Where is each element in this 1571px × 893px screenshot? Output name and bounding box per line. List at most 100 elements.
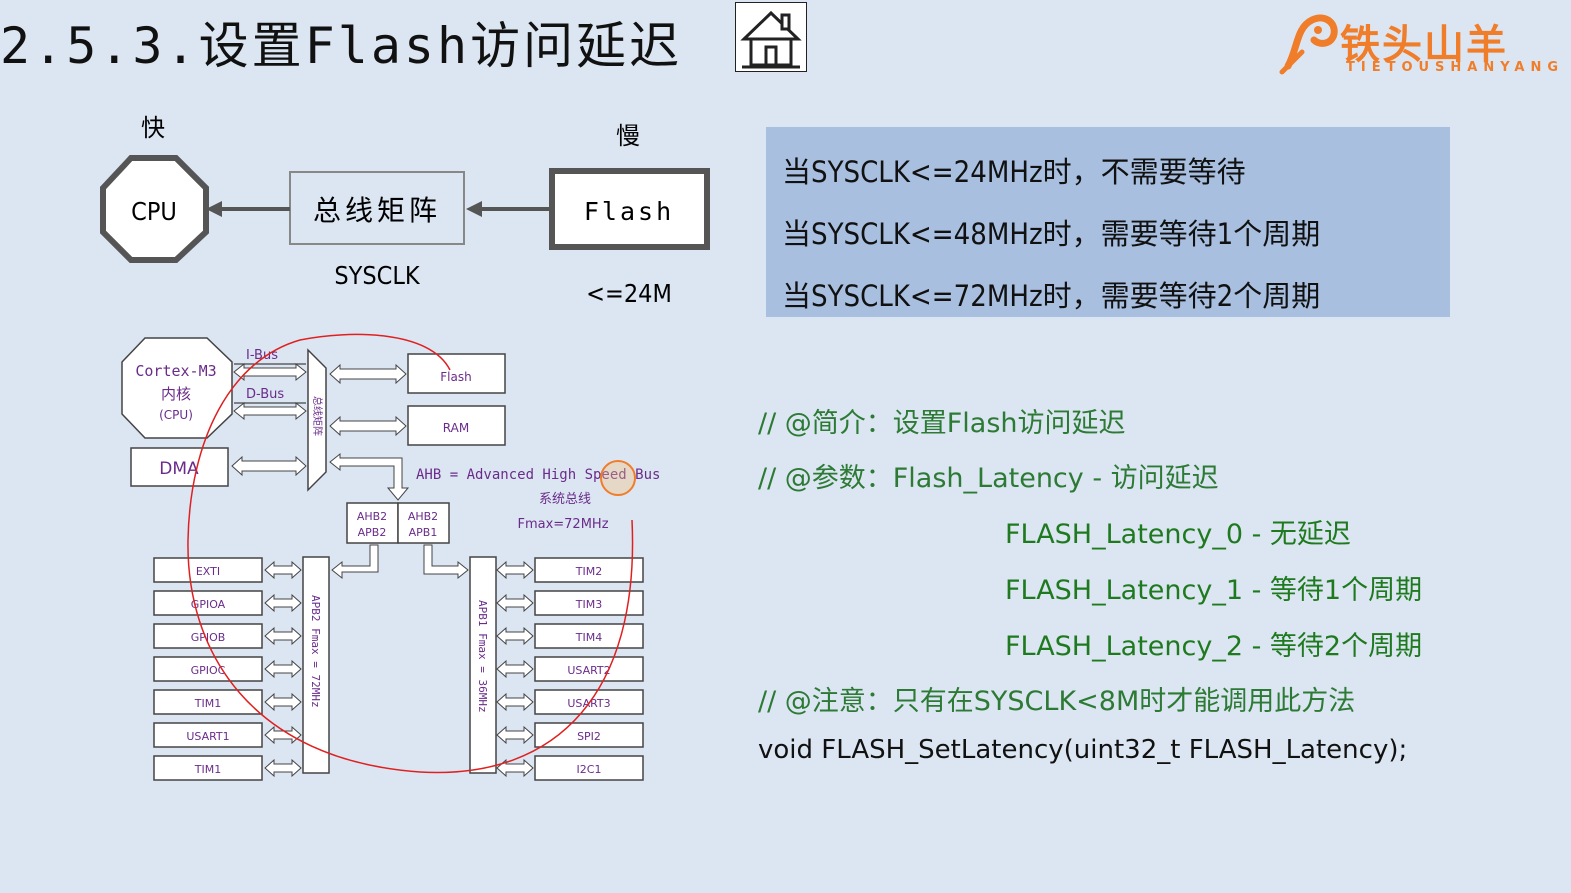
- apb1-peripheral-row: TIM3: [496, 590, 644, 616]
- apb2-peripheral-arrow: [264, 758, 302, 778]
- apb1-peripheral-row: USART3: [496, 689, 644, 715]
- apb2-peripheral-box: [153, 656, 263, 682]
- ahb-fmax-label: Fmax=72MHz: [517, 517, 608, 532]
- apb1-peripheral-box: [534, 656, 644, 682]
- ram-box: [407, 405, 506, 446]
- core-line-1: Cortex-M3: [135, 362, 216, 380]
- apb2-peripheral-row: USART1: [153, 722, 302, 748]
- apb2-peripheral-label: GPIOC: [191, 664, 226, 677]
- code-comment-note: // @注意：只有在SYSCLK<8M时才能调用此方法: [758, 686, 1356, 717]
- apb2-peripheral-label: EXTI: [196, 565, 220, 578]
- cpu-label: CPU: [131, 197, 177, 226]
- code-option-2: FLASH_Latency_2 - 等待2个周期: [1005, 631, 1423, 662]
- bus-matrix-label: 总线矩阵: [313, 194, 441, 227]
- bridge1-line2: APB1: [409, 526, 438, 539]
- dma-label: DMA: [159, 459, 199, 479]
- apb1-peripheral-box: [534, 755, 644, 781]
- apb1-peripheral-arrow: [496, 626, 534, 646]
- code-signature: void FLASH_SetLatency(uint32_t FLASH_Lat…: [758, 735, 1408, 765]
- cpu-octagon: [100, 155, 209, 263]
- apb1-peripheral-box: [534, 623, 644, 649]
- ibus-label: I-Bus: [246, 348, 278, 363]
- apb2-peripheral-label: GPIOB: [191, 631, 226, 644]
- flash-label: Flash: [584, 197, 674, 226]
- apb1-peripheral-label: TIM4: [575, 631, 602, 644]
- apb1-peripheral-box: [534, 590, 644, 616]
- apb2-peripheral-arrow: [264, 692, 302, 712]
- apb1-peripheral-row: SPI2: [496, 722, 644, 748]
- apb2-peripheral-label: TIM1: [194, 763, 221, 776]
- apb1-peripheral-label: SPI2: [577, 730, 601, 743]
- apb2-peripheral-arrow: [264, 725, 302, 745]
- brand-logo: [1278, 8, 1563, 78]
- annotation-circle: [187, 333, 634, 774]
- apb2-bus-label: APB2 Fmax = 72MHz: [309, 595, 322, 708]
- apb1-peripheral-box: [534, 689, 644, 715]
- code-option-0: FLASH_Latency_0 - 无延迟: [1005, 519, 1351, 550]
- ram-label: RAM: [443, 421, 469, 435]
- apb1-peripheral-arrow: [496, 692, 534, 712]
- dbus-label: D-Bus: [246, 387, 284, 402]
- flash-freq-label: <=24M: [586, 279, 672, 308]
- bus-matrix-block: [307, 348, 327, 492]
- slow-label: 慢: [616, 122, 640, 150]
- apb2-peripheral-box: [153, 689, 263, 715]
- ibus-arrow: [233, 362, 307, 382]
- apb1-peripheral-box: [534, 722, 644, 748]
- apb2-peripheral-row: TIM1: [153, 689, 302, 715]
- apb1-peripheral-arrow: [496, 659, 534, 679]
- apb1-peripheral-label: TIM2: [575, 565, 602, 578]
- apb1-bridge-arrow: [423, 544, 469, 580]
- apb2-peripheral-arrow: [264, 626, 302, 646]
- apb2-peripheral-box: [153, 722, 263, 748]
- apb2-peripheral-row: EXTI: [153, 557, 302, 583]
- bridge1-line1: AHB2: [408, 510, 438, 523]
- cursor-highlight: [600, 460, 636, 496]
- bus-architecture-diagram: Cortex-M3 内核 (CPU) I-Bus D-Bus 总线矩阵 DMA …: [121, 333, 660, 781]
- apb1-bus: [469, 556, 497, 774]
- info-line-24mhz: 当SYSCLK<=24MHz时，不需要等待: [782, 155, 1246, 189]
- apb1-peripheral-row: TIM4: [496, 623, 644, 649]
- apb2-peripheral-box: [153, 557, 263, 583]
- cortex-core-octagon: [121, 337, 233, 439]
- code-comment-brief: // @简介：设置Flash访问延迟: [758, 408, 1126, 439]
- cpu-flash-diagram: 快 慢 CPU 总线矩阵 Flash SYSCLK <=24M: [100, 114, 710, 308]
- bus-flash-box: [407, 353, 506, 394]
- apb2-peripheral-arrow: [264, 659, 302, 679]
- bus-matrix-vertical-label: 总线矩阵: [311, 396, 324, 436]
- code-option-1: FLASH_Latency_1 - 等待1个周期: [1005, 575, 1423, 606]
- ahb-cn-label: 系统总线: [539, 492, 591, 507]
- apb1-peripheral-arrow: [496, 725, 534, 745]
- bridge2-line2: APB2: [358, 526, 387, 539]
- arrow-head-cpu: [206, 201, 222, 217]
- home-button[interactable]: [735, 2, 807, 72]
- info-line-72mhz: 当SYSCLK<=72MHz时，需要等待2个周期: [782, 279, 1321, 313]
- page-title: 2.5.3.设置Flash访问延迟: [0, 17, 683, 75]
- sysclk-label: SYSCLK: [334, 261, 421, 290]
- apb2-peripheral-row: GPIOA: [153, 590, 302, 616]
- logo-text: 铁头山羊: [1340, 22, 1508, 68]
- bus-flash-label: Flash: [440, 370, 471, 384]
- apb2-bus: [302, 556, 330, 774]
- info-line-48mhz: 当SYSCLK<=48MHz时，需要等待1个周期: [782, 217, 1321, 251]
- apb2-peripheral-label: GPIOA: [191, 598, 226, 611]
- apb2-peripheral-arrow: [264, 560, 302, 580]
- apb2-peripheral-label: USART1: [186, 730, 229, 743]
- bridge-apb1-box: [397, 502, 450, 544]
- apb1-peripheral-row: I2C1: [496, 755, 644, 781]
- apb1-peripheral-box: [534, 557, 644, 583]
- core-line-3: (CPU): [159, 408, 193, 422]
- apb2-peripheral-box: [153, 755, 263, 781]
- ahb-arrow: [329, 452, 410, 501]
- core-line-2: 内核: [161, 385, 191, 403]
- apb2-peripheral-row: TIM1: [153, 755, 302, 781]
- apb1-peripheral-label: USART2: [567, 664, 610, 677]
- flash-arrow: [329, 363, 407, 385]
- goat-icon: [1279, 14, 1338, 75]
- flash-box: [549, 168, 710, 250]
- home-icon: [740, 10, 802, 69]
- latency-info-box: 当SYSCLK<=24MHz时，不需要等待 当SYSCLK<=48MHz时，需要…: [766, 127, 1450, 317]
- dma-arrow: [231, 455, 307, 477]
